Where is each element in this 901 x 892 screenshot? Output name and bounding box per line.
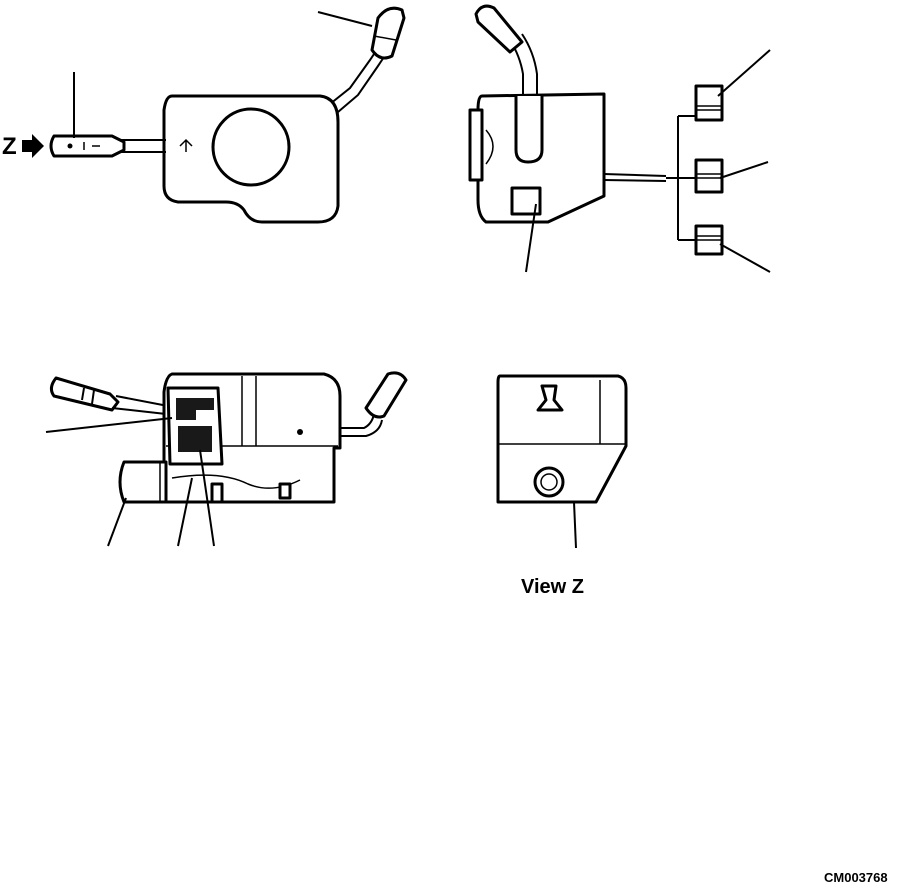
horn-symbol (179, 138, 193, 152)
upper-lever-stalk-edge (337, 53, 387, 113)
harness-branch (666, 115, 696, 241)
side-lever-edge (521, 33, 538, 96)
leader-line (317, 11, 373, 27)
side-lever-knob (474, 4, 524, 54)
lever-slot (514, 96, 544, 164)
horn-dial (211, 107, 291, 187)
side-flange (468, 108, 484, 182)
connector-2 (694, 158, 724, 194)
harness-wire (603, 173, 667, 177)
leader-line (177, 477, 193, 547)
leader-line (719, 243, 771, 273)
upper-lever-knob (370, 6, 406, 60)
leader-line (199, 449, 215, 547)
arrow-right-icon (22, 134, 44, 158)
top-right-knob (364, 371, 408, 419)
bottom-cylinder (118, 460, 168, 504)
leader-line (719, 161, 769, 179)
connector-3-latch (695, 235, 723, 241)
leader-line (525, 203, 537, 273)
mount-screw (297, 429, 303, 435)
top-stalk (111, 395, 169, 415)
view-letter-label: Z (2, 133, 17, 160)
leader-line (717, 49, 771, 97)
side-curve (485, 129, 494, 165)
left-stalk-knob (49, 134, 126, 158)
connector-2-latch (695, 173, 723, 179)
top-view (45, 371, 408, 547)
side-view (468, 4, 771, 273)
contact-block (176, 398, 214, 452)
stalk-socket-inner (540, 473, 558, 491)
view-caption: View Z (521, 576, 584, 598)
view-z (496, 374, 628, 549)
stalk-grip-lines (81, 387, 95, 405)
front-view (22, 6, 406, 224)
harness-wire (603, 179, 667, 182)
stalk-dot (67, 143, 73, 149)
clip (210, 482, 224, 504)
lever-stub (536, 384, 564, 412)
leader-line (45, 417, 173, 433)
knob-ring (373, 35, 397, 41)
end-wire (573, 501, 577, 549)
leader-line (107, 497, 127, 547)
left-stalk (120, 139, 166, 153)
top-stalk-knob (49, 376, 120, 412)
connector-1-latch (695, 105, 723, 111)
switch-body-end (496, 374, 628, 504)
side-label-plate (510, 186, 542, 216)
stalk-marks (83, 142, 100, 150)
connector-1 (694, 84, 724, 122)
figure-code: CM003768 (824, 870, 888, 885)
clip (278, 482, 292, 500)
